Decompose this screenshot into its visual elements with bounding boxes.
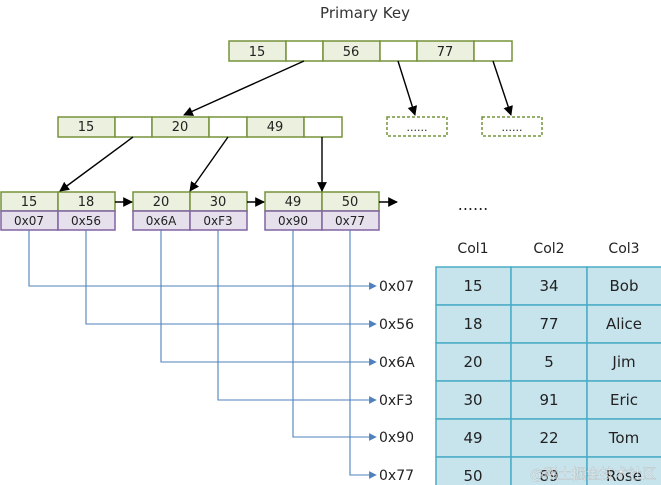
table-cell: 15 — [463, 277, 482, 295]
leaf-address: 0xF3 — [203, 214, 232, 228]
pointer-label: 0x07 — [379, 279, 414, 295]
tree-arrow — [492, 60, 513, 116]
leaf-address: 0x6A — [146, 214, 177, 228]
pointer-lines — [28, 230, 377, 479]
table-row: 49 22 Tom — [463, 429, 639, 447]
diagram-title: Primary Key — [320, 4, 410, 22]
table-cells — [435, 266, 661, 485]
table-cell: 91 — [539, 391, 558, 409]
leaf-key: 50 — [342, 195, 359, 210]
pointer-label: 0x90 — [379, 430, 414, 446]
tree-arrows — [59, 60, 513, 207]
table-cell: 18 — [463, 315, 482, 333]
leaf-address: 0x07 — [14, 214, 44, 228]
level2-key: 49 — [267, 120, 284, 135]
tree-arrow — [189, 136, 229, 192]
leaf-key: 20 — [153, 195, 170, 210]
placeholder-node: ...... — [386, 116, 448, 137]
table-cell: Jim — [611, 353, 635, 371]
pointer-line — [85, 230, 377, 328]
level2-key: 15 — [78, 120, 95, 135]
root-key: 15 — [249, 45, 266, 60]
pointer-label: 0xF3 — [379, 393, 413, 409]
leaf-address: 0x77 — [335, 214, 365, 228]
table-cell: 22 — [539, 429, 558, 447]
table-cell: 5 — [544, 353, 554, 371]
table-cell: Eric — [610, 391, 638, 409]
table-header: Col1 — [457, 241, 488, 257]
root-key: 77 — [437, 45, 454, 60]
table-row: 20 5 Jim — [463, 353, 635, 371]
table-row: 18 77 Alice — [463, 315, 642, 333]
table-cell: 77 — [539, 315, 558, 333]
tree-arrow — [59, 136, 134, 192]
table-row: 15 34 Bob — [463, 277, 638, 295]
level2-key: 20 — [172, 120, 189, 135]
table-row: 30 91 Eric — [463, 391, 638, 409]
table-cell: Rose — [606, 467, 642, 485]
tree-arrow — [183, 60, 305, 116]
table-cell: 20 — [463, 353, 482, 371]
placeholder-ellipsis: ...... — [407, 121, 428, 134]
level2-node: 15 20 49 — [57, 116, 343, 138]
more-indicator: ...... — [458, 195, 489, 214]
pointer-line — [160, 230, 377, 366]
table-header: Col3 — [608, 241, 639, 257]
table-cell: 50 — [463, 467, 482, 485]
pointer-line — [292, 230, 377, 441]
pointer-line — [349, 230, 377, 479]
leaf-key: 18 — [78, 195, 95, 210]
table-cell: Tom — [608, 429, 639, 447]
placeholder-ellipsis: ...... — [502, 121, 523, 134]
table-header: Col2 — [533, 241, 564, 257]
pointer-label: 0x6A — [379, 355, 415, 371]
pointer-line — [28, 230, 377, 290]
leaf-key: 49 — [285, 195, 302, 210]
table-cell: Bob — [610, 277, 639, 295]
pointer-label: 0x56 — [379, 317, 414, 333]
table-cell: 89 — [539, 467, 558, 485]
watermark: @稀土掘金技术社区 — [530, 467, 656, 483]
pointer-line — [217, 230, 377, 404]
leaf-key: 30 — [210, 195, 227, 210]
leaf-node: 49 50 0x90 0x77 — [264, 191, 380, 231]
data-table: Col1 Col2 Col3 15 34 Bob 18 77 Alice 20 … — [435, 241, 661, 485]
table-cell: 34 — [539, 277, 558, 295]
leaf-address: 0x90 — [278, 214, 308, 228]
pointer-labels: 0x07 0x56 0x6A 0xF3 0x90 0x77 — [379, 279, 415, 484]
tree-arrow — [397, 60, 418, 116]
leaf-key: 15 — [21, 195, 38, 210]
root-key: 56 — [343, 45, 360, 60]
table-cell: Alice — [606, 315, 642, 333]
leaf-node: 20 30 0x6A 0xF3 — [132, 191, 248, 231]
placeholder-node: ...... — [481, 116, 543, 137]
table-cell: 30 — [463, 391, 482, 409]
root-node: 15 56 77 — [228, 40, 513, 62]
table-cell: 49 — [463, 429, 482, 447]
pointer-label: 0x77 — [379, 468, 414, 484]
leaf-address: 0x56 — [71, 214, 101, 228]
leaf-node: 15 18 0x07 0x56 — [0, 191, 116, 231]
table-row: 50 89 Rose — [463, 467, 642, 485]
